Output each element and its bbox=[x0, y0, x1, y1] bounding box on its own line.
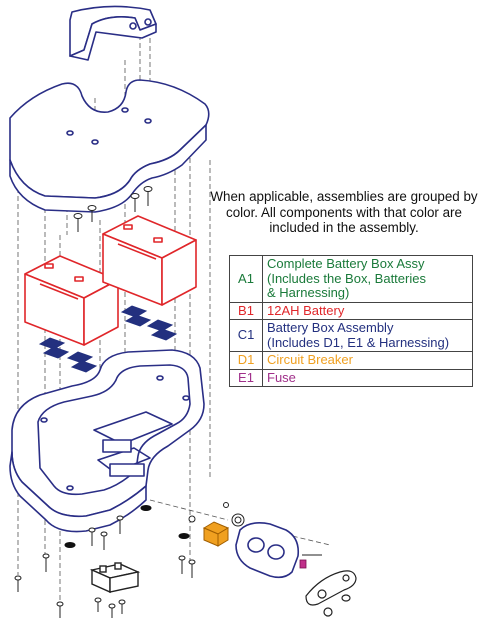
legend-description-line: Circuit Breaker bbox=[267, 352, 353, 367]
panel-fittings bbox=[188, 502, 322, 556]
legend-description-line: 12AH Battery bbox=[267, 302, 345, 318]
box-feet bbox=[64, 505, 190, 548]
fuse-holder-strap bbox=[305, 570, 357, 617]
circuit-breaker bbox=[202, 521, 230, 547]
legend-code: C1 bbox=[229, 319, 263, 352]
base-screws bbox=[14, 515, 196, 618]
legend-description-line: Battery Box Assembly bbox=[267, 320, 394, 335]
legend-row: D1 Circuit Breaker bbox=[229, 351, 473, 370]
legend-code: B1 bbox=[229, 301, 263, 320]
legend-code: E1 bbox=[229, 368, 263, 387]
color-grouping-note: When applicable, assemblies are grouped … bbox=[210, 189, 478, 235]
legend-description: 12AH Battery bbox=[262, 301, 473, 320]
battery-right bbox=[102, 215, 197, 306]
legend-description-line: Fuse bbox=[267, 369, 296, 385]
legend-description: Complete Battery Box Assy(Includes the B… bbox=[262, 255, 473, 303]
fuse bbox=[299, 559, 307, 569]
legend-description-line: (Includes the Box, Batteries bbox=[267, 270, 426, 286]
lid-hardware bbox=[73, 186, 153, 232]
legend-code: A1 bbox=[229, 255, 263, 303]
cover-cap bbox=[69, 5, 157, 61]
legend-description: Battery Box Assembly(Includes D1, E1 & H… bbox=[262, 319, 473, 352]
legend-description: Fuse bbox=[262, 368, 473, 387]
connector-block bbox=[89, 562, 141, 594]
legend-code: D1 bbox=[229, 351, 263, 370]
battery-box-base bbox=[9, 349, 205, 533]
legend-description-line: (Includes D1, E1 & Harnessing) bbox=[267, 334, 450, 350]
mounting-pads bbox=[38, 305, 178, 373]
legend-description-line: & Harnessing) bbox=[267, 285, 350, 300]
battery-left bbox=[24, 255, 119, 346]
battery-box-lid bbox=[9, 79, 210, 213]
legend-description-line: Complete Battery Box Assy bbox=[267, 256, 425, 271]
legend-description: Circuit Breaker bbox=[262, 351, 473, 370]
panel-plate bbox=[235, 522, 300, 579]
